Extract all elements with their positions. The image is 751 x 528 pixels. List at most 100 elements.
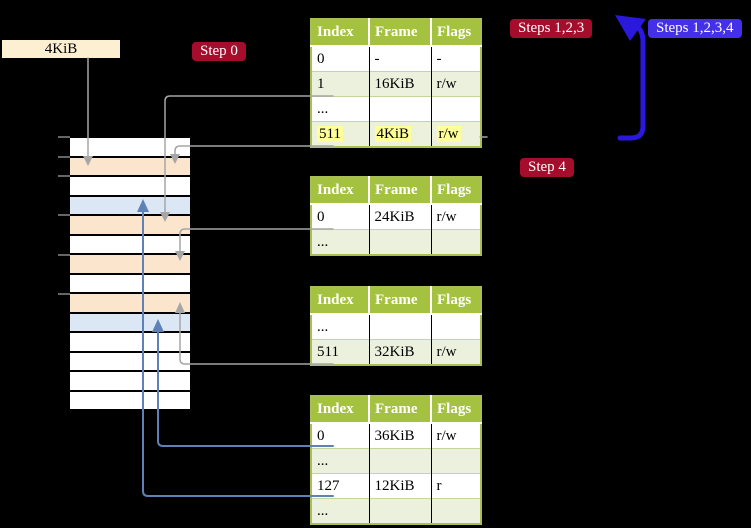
memory-frame-row	[70, 196, 190, 214]
column-header: Index	[311, 177, 370, 205]
table-cell	[431, 96, 482, 122]
table-cell: 4KiB	[369, 121, 432, 147]
table-cell: r/w	[431, 339, 482, 365]
column-header: Index	[311, 287, 370, 315]
memory-frame-row	[70, 157, 190, 175]
memory-address-tick	[58, 156, 70, 158]
memory-frame-row	[70, 352, 190, 370]
table-cell	[431, 313, 482, 340]
memory-address-tick	[58, 175, 70, 177]
column-header: Frame	[369, 287, 432, 315]
table-cell: r	[431, 473, 482, 499]
table-cell: 24KiB	[369, 203, 432, 230]
table-cell: r/w	[431, 121, 482, 147]
memory-frame-row	[70, 333, 190, 351]
frame-size-label: 4KiB	[2, 40, 120, 58]
recursive-loop-arrow	[617, 21, 646, 141]
table-cell: 1	[311, 71, 370, 97]
table-cell: 16KiB	[369, 71, 432, 97]
table-row: ...	[311, 448, 482, 474]
memory-address-tick	[58, 136, 70, 138]
column-header: Index	[311, 396, 370, 424]
table-cell: 0	[311, 203, 370, 230]
highlighted-value: 511	[317, 125, 343, 142]
table-cell	[369, 313, 432, 340]
recursive-loop-arrowhead-icon	[615, 15, 646, 41]
table-cell: 511	[311, 339, 370, 365]
memory-address-tick	[58, 293, 70, 295]
table-cell: -	[369, 45, 432, 72]
table-cell: r/w	[431, 422, 482, 449]
table-row: ...	[311, 313, 482, 340]
table-cell	[369, 229, 432, 255]
memory-frame-row	[70, 274, 190, 292]
table-cell	[369, 96, 432, 122]
step0-badge: Step 0	[192, 42, 246, 61]
table-cell: 127	[311, 473, 370, 499]
table-cell: 36KiB	[369, 422, 432, 449]
table-cell: 511	[311, 121, 370, 147]
memory-frame-row	[70, 391, 190, 409]
table-cell	[431, 498, 482, 524]
memory-frame-row	[70, 177, 190, 195]
table-cell: ...	[311, 229, 370, 255]
table-cell: r/w	[431, 203, 482, 230]
memory-frame-row	[70, 138, 190, 156]
table-cell: 0	[311, 422, 370, 449]
memory-frame-row	[70, 372, 190, 390]
highlighted-value: 4KiB	[374, 125, 412, 142]
column-header: Flags	[431, 177, 481, 205]
table-cell: ...	[311, 448, 370, 474]
memory-frame-row	[70, 255, 190, 273]
table-cell: r/w	[431, 71, 482, 97]
table-cell	[369, 498, 432, 524]
memory-address-tick	[58, 214, 70, 216]
table-cell: ...	[311, 96, 370, 122]
table-cell: 12KiB	[369, 473, 432, 499]
table-cell: ...	[311, 313, 370, 340]
column-header: Index	[311, 19, 370, 47]
column-header: Frame	[369, 19, 432, 47]
table-row: ...	[311, 229, 482, 255]
memory-frame-row	[70, 235, 190, 253]
table-row: ...	[311, 96, 482, 122]
table-row: 511 4KiB r/w	[311, 121, 482, 147]
table-cell	[431, 448, 482, 474]
memory-address-tick	[58, 254, 70, 256]
column-header: Frame	[369, 396, 432, 424]
highlighted-value: r/w	[436, 125, 461, 142]
column-header: Flags	[431, 19, 481, 47]
table-row: ...	[311, 498, 482, 524]
memory-frame-row	[70, 294, 190, 312]
table-cell: 32KiB	[369, 339, 432, 365]
table-cell: ...	[311, 498, 370, 524]
table-cell	[431, 229, 482, 255]
steps1234-badge: Steps 1,2,3,4	[648, 19, 742, 38]
column-header: Frame	[369, 177, 432, 205]
table-cell: -	[431, 45, 482, 72]
steps123-badge: Steps 1,2,3	[510, 19, 593, 38]
column-header: Flags	[431, 287, 481, 315]
column-header: Flags	[431, 396, 481, 424]
table1-entry1-connector	[164, 95, 334, 214]
table-cell	[369, 448, 432, 474]
table-row: 0--	[311, 45, 482, 72]
memory-frame-row	[70, 313, 190, 331]
